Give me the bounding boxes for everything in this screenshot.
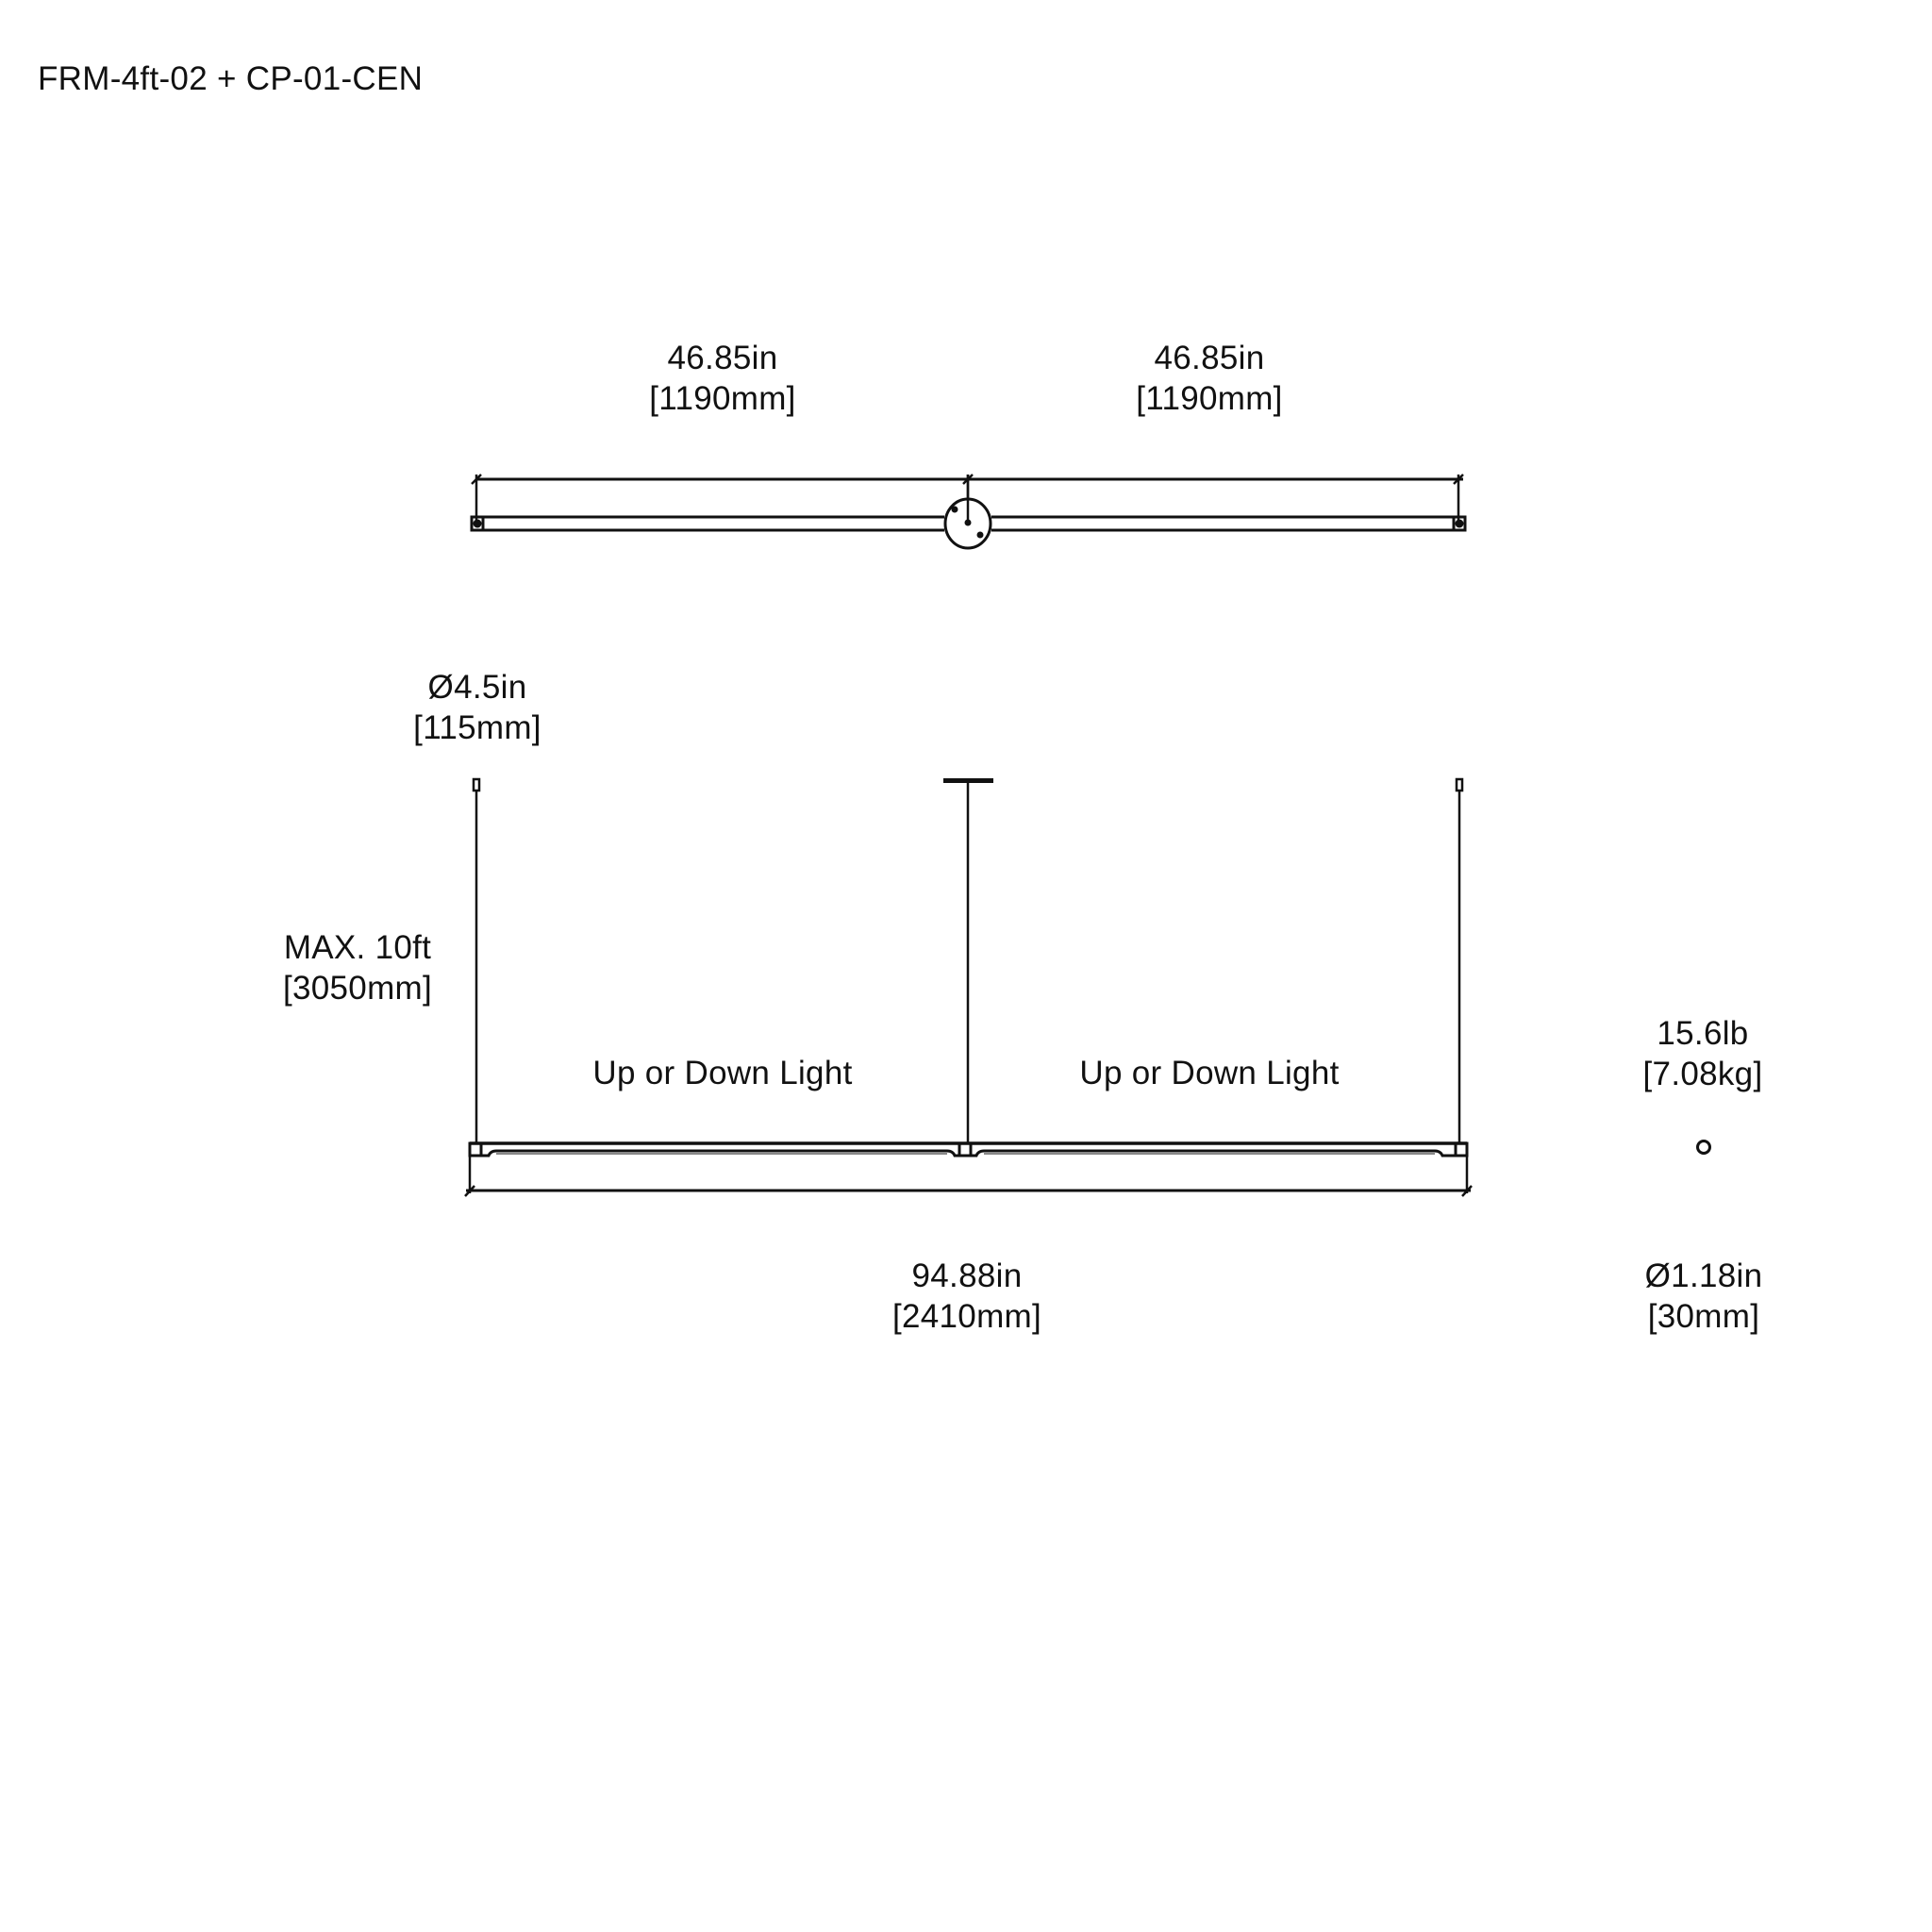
plan-end-cap-right <box>1452 515 1467 532</box>
plan-canopy-center-point <box>964 519 972 526</box>
cable-anchor-left <box>472 777 481 792</box>
weight-label: 15.6lb [7.08kg] <box>1643 1013 1763 1094</box>
canopy-diameter-metric: [115mm] <box>413 709 541 746</box>
plan-canopy-screw-2 <box>976 531 984 539</box>
plan-right-length-metric: [1190mm] <box>1136 380 1283 417</box>
canopy-diameter-dimension: Ø4.5in [115mm] <box>413 667 541 748</box>
plan-left-length-imperial: 46.85in <box>667 340 778 376</box>
lens-right <box>971 1149 1456 1158</box>
overall-dimension-ticks <box>464 1185 1473 1197</box>
max-drop-imperial: MAX. 10ft <box>283 929 432 966</box>
overall-length-imperial: 94.88in <box>911 1257 1023 1294</box>
plan-left-length-metric: [1190mm] <box>649 380 796 417</box>
max-drop-dimension: MAX. 10ft [3050mm] <box>283 927 432 1008</box>
plan-end-cap-left <box>470 515 485 532</box>
lens-left <box>481 1149 959 1158</box>
fixture-body <box>468 1141 1469 1158</box>
overall-length-dimension: 94.88in [2410mm] <box>892 1256 1041 1337</box>
max-drop-metric: [3050mm] <box>282 970 433 1007</box>
plan-view <box>470 474 1467 550</box>
profile-diameter-dimension: Ø1.18in [30mm] <box>1645 1256 1763 1337</box>
plan-mount-point-left <box>473 519 482 528</box>
profile-diameter-metric: [30mm] <box>1647 1298 1760 1335</box>
elevation-view <box>464 777 1473 1197</box>
plan-left-dimension: 46.85in [1190mm] <box>649 338 795 419</box>
plan-canopy-screw-1 <box>951 506 958 513</box>
overall-length-metric: [2410mm] <box>891 1298 1042 1335</box>
profile-cross-section-circle <box>1696 1140 1711 1155</box>
weight-imperial: 15.6lb <box>1657 1015 1749 1052</box>
plan-mount-point-right <box>1455 519 1464 528</box>
drawing-title: FRM-4ft-02 + CP-01-CEN <box>38 60 424 97</box>
plan-right-length-imperial: 46.85in <box>1154 340 1265 376</box>
left-section-label: Up or Down Light <box>592 1055 853 1091</box>
plan-right-dimension: 46.85in [1190mm] <box>1136 338 1282 419</box>
canopy-diameter-imperial: Ø4.5in <box>427 669 527 706</box>
profile-diameter-imperial: Ø1.18in <box>1644 1257 1763 1294</box>
elevation-canopy <box>943 778 993 783</box>
right-section-label: Up or Down Light <box>1079 1055 1340 1091</box>
weight-metric: [7.08kg] <box>1642 1056 1763 1092</box>
cable-anchor-right <box>1455 777 1464 792</box>
